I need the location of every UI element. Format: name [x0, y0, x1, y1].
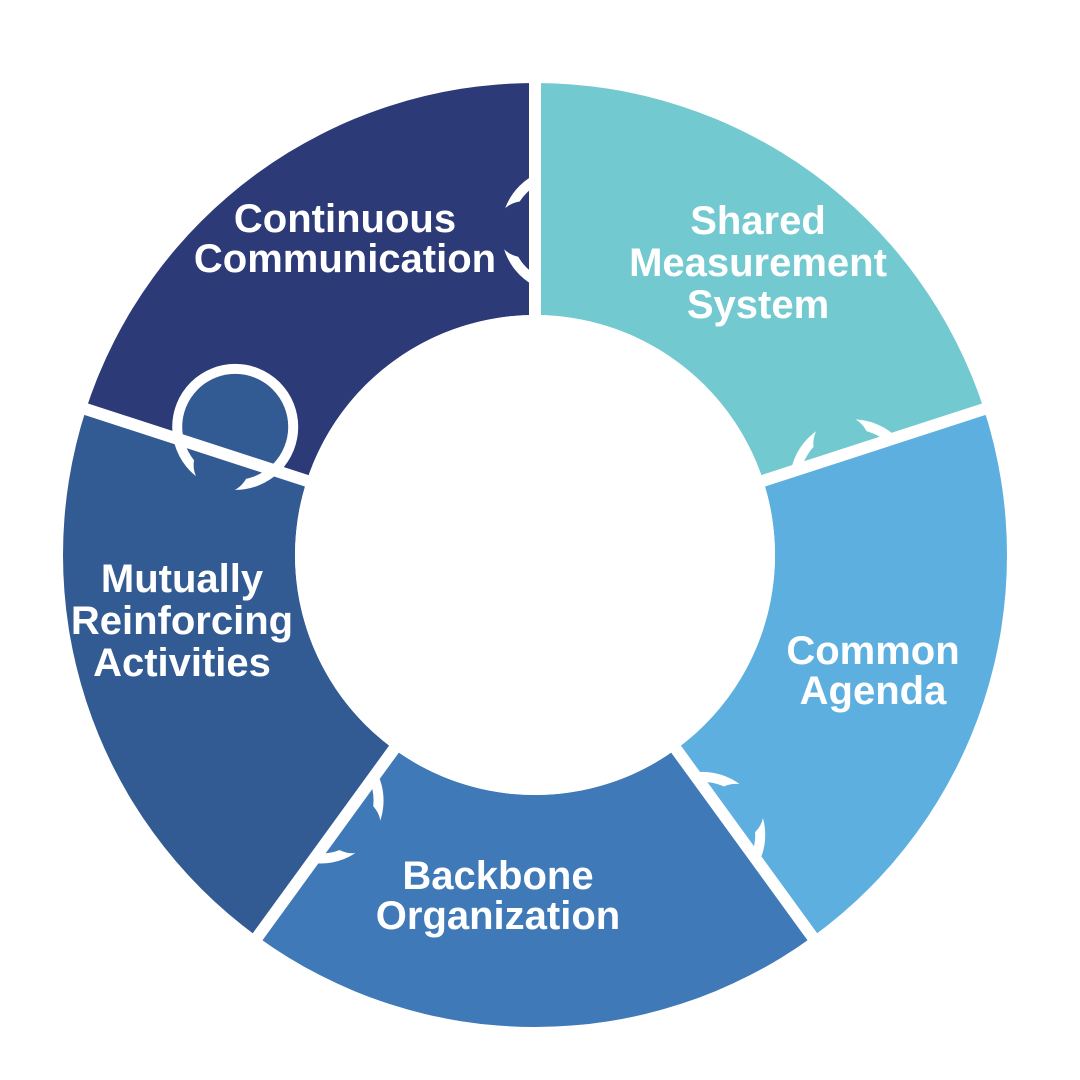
- label-line: Mutually: [101, 557, 264, 601]
- segment-gaps: [80, 79, 990, 944]
- label-line: Common: [786, 629, 959, 673]
- center-hole: [295, 315, 775, 795]
- label-line: Reinforcing: [71, 599, 293, 643]
- label-line: Activities: [93, 641, 271, 685]
- segment-shape-shared-measurement-system: [535, 83, 984, 481]
- label-line: Backbone: [402, 854, 593, 898]
- label-line: Agenda: [800, 669, 947, 713]
- gap-line-continuous-communication: [80, 402, 311, 488]
- segment-shape-mutually-reinforcing-activities: [63, 409, 394, 937]
- label-line: Communication: [194, 237, 496, 281]
- puzzle-ring: [63, 83, 1008, 1028]
- gap-line-backbone-organization: [670, 744, 820, 944]
- label-line: Organization: [376, 894, 620, 938]
- gap-line-common-agenda: [759, 402, 990, 488]
- label-line: Shared: [690, 199, 826, 243]
- segment-mutually-reinforcing-activities: [63, 363, 394, 937]
- label-line: Measurement: [629, 241, 887, 285]
- gap-line-mutually-reinforcing-activities: [250, 744, 400, 944]
- label-line: System: [687, 283, 829, 327]
- label-line: Continuous: [234, 197, 456, 241]
- segment-shape-backbone-organization: [257, 749, 813, 1028]
